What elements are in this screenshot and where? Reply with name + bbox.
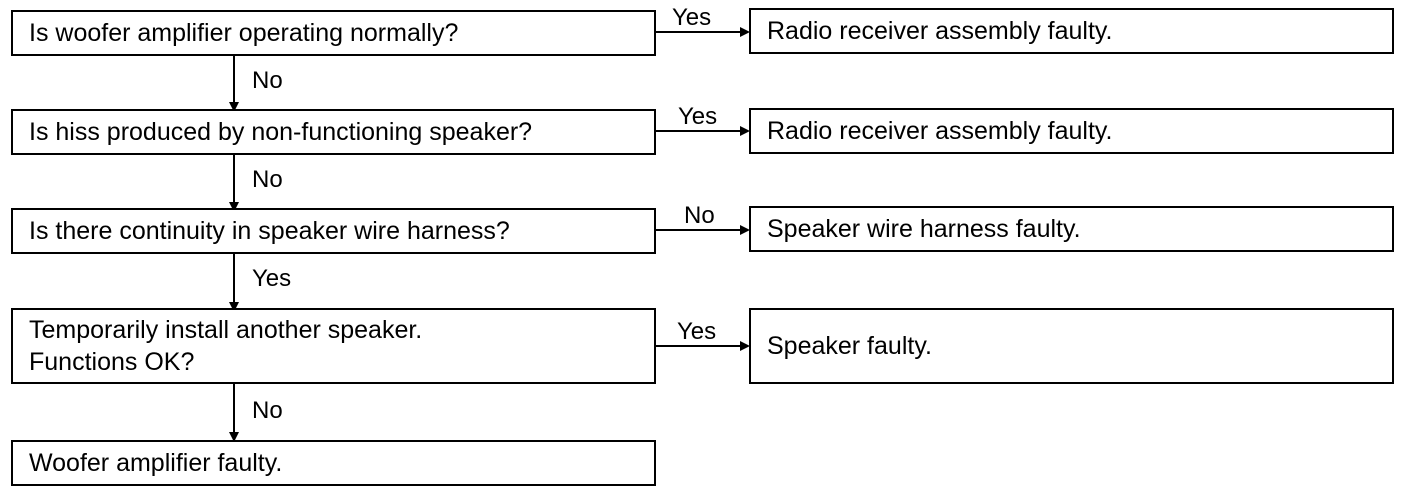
arrowhead-right-3 [740,225,750,235]
question-box-4: Temporarily install another speaker. Fun… [11,308,656,384]
arrowhead-right-1 [740,27,750,37]
final-result-box: Woofer amplifier faulty. [11,440,656,486]
final-result-text: Woofer amplifier faulty. [29,449,283,477]
question-text-2: Is hiss produced by non-functioning spea… [29,118,533,146]
arrowhead-down-3 [229,302,239,312]
down-label-2: No [252,166,283,193]
arrowhead-right-2 [740,126,750,136]
arrowhead-down-2 [229,202,239,212]
down-label-1: No [252,67,283,94]
branch-label-1: Yes [672,4,712,31]
result-box-1: Radio receiver assembly faulty. [749,8,1394,54]
result-box-2: Radio receiver assembly faulty. [749,108,1394,154]
down-label-3: Yes [252,265,292,292]
question-text-1: Is woofer amplifier operating normally? [29,19,459,47]
result-box-4: Speaker faulty. [749,308,1394,384]
question-text-3: Is there continuity in speaker wire harn… [29,217,510,245]
result-text-1: Radio receiver assembly faulty. [767,17,1113,45]
branch-label-3: No [684,202,715,229]
result-text-3: Speaker wire harness faulty. [767,215,1081,243]
question-text-4-line1: Temporarily install another speaker. [29,316,423,344]
question-box-1: Is woofer amplifier operating normally? [11,10,656,56]
arrowhead-down-1 [229,102,239,112]
question-box-3: Is there continuity in speaker wire harn… [11,208,656,254]
result-text-2: Radio receiver assembly faulty. [767,117,1113,145]
question-text-4-line2: Functions OK? [29,348,195,376]
branch-label-4: Yes [677,318,717,345]
question-box-2: Is hiss produced by non-functioning spea… [11,109,656,155]
arrowhead-right-4 [740,341,750,351]
arrowhead-down-4 [229,432,239,442]
down-label-4: No [252,397,283,424]
result-text-4: Speaker faulty. [767,332,932,360]
result-box-3: Speaker wire harness faulty. [749,206,1394,252]
branch-label-2: Yes [678,103,718,130]
